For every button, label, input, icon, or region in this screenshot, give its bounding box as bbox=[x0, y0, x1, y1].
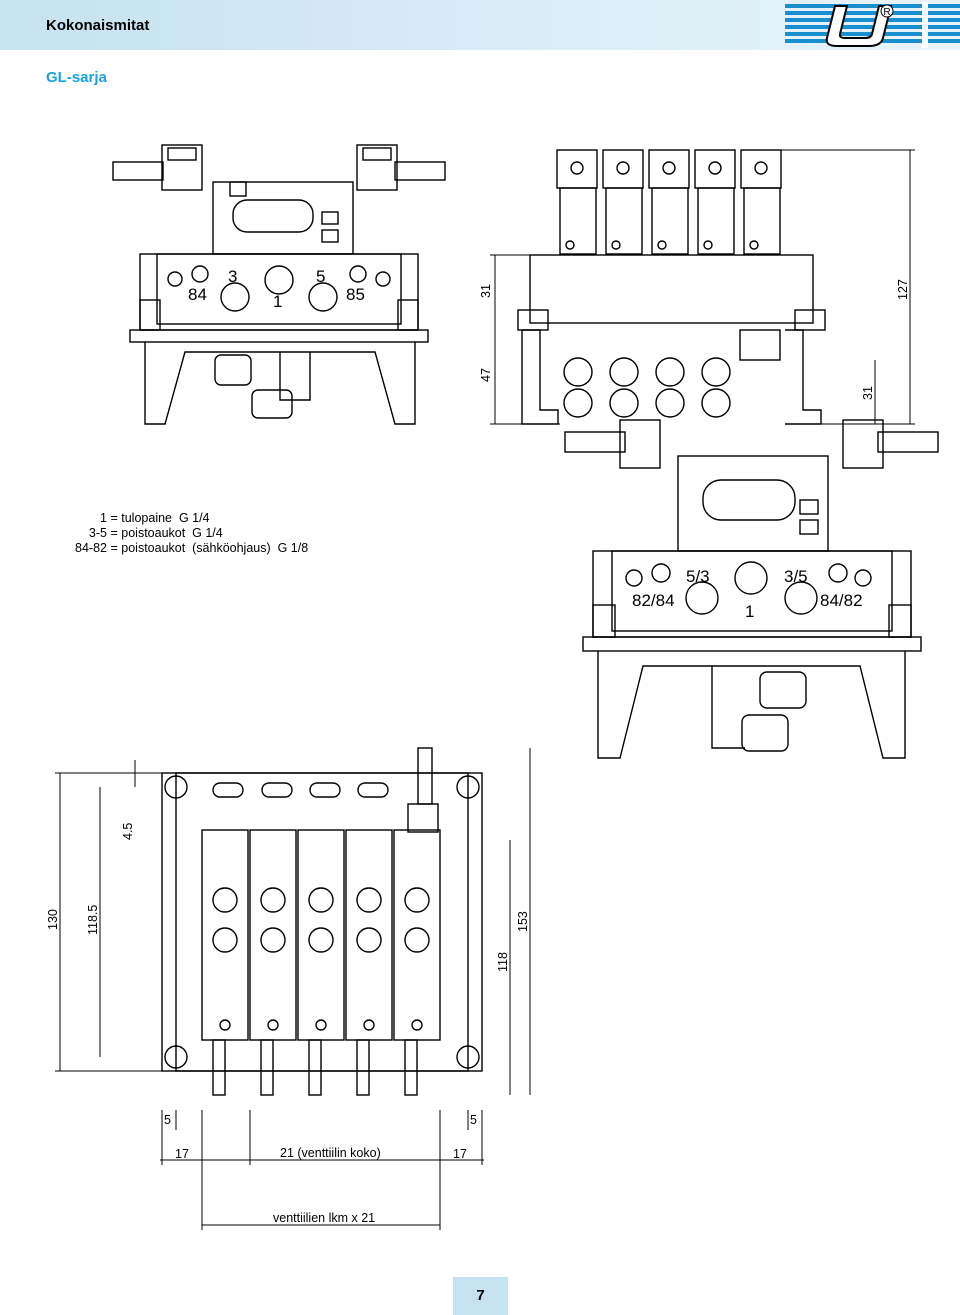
dim-118: 118 bbox=[496, 952, 510, 972]
port-label-85: 85 bbox=[346, 285, 365, 304]
dim-4-5: 4.5 bbox=[121, 823, 135, 840]
legend-text: = tulopaine G 1/4 bbox=[110, 511, 210, 525]
dimension-lines bbox=[55, 149, 915, 1230]
dim-31-upper: 31 bbox=[479, 284, 493, 298]
port-label-5: 5 bbox=[316, 267, 325, 286]
port-label-3: 3 bbox=[228, 267, 237, 286]
dim-17-right: 17 bbox=[453, 1147, 467, 1161]
top-view-manifold bbox=[161, 747, 483, 1096]
dim-127: 127 bbox=[896, 279, 910, 300]
dim-total-width: venttiilien lkm x 21 bbox=[273, 1211, 375, 1225]
legend-text: = poistoaukot G 1/4 bbox=[110, 526, 223, 540]
header-bar: Kokonaismitat R bbox=[0, 0, 960, 50]
legend-key: 84-82 bbox=[75, 541, 107, 555]
legend-row: 84-82 = poistoaukot (sähköohjaus) G 1/8 bbox=[40, 541, 320, 556]
page-number: 7 bbox=[453, 1277, 508, 1315]
dim-31-lower: 31 bbox=[861, 386, 875, 400]
dim-118-5: 118.5 bbox=[86, 905, 100, 935]
legend-key: 3-5 bbox=[88, 526, 107, 540]
dim-valve-size: 21 (venttiilin koko) bbox=[280, 1146, 381, 1160]
port-label-82-84: 82/84 bbox=[632, 591, 675, 610]
dim-5-right: 5 bbox=[470, 1113, 477, 1127]
side-view-right bbox=[517, 149, 826, 425]
port-label-1-right: 1 bbox=[745, 602, 754, 621]
dim-153: 153 bbox=[516, 911, 530, 932]
brand-logo: R bbox=[785, 2, 960, 48]
port-label-1: 1 bbox=[273, 292, 282, 311]
port-label-3-5: 3/5 bbox=[784, 567, 808, 586]
port-legend: 1 = tulopaine G 1/4 3-5 = poistoaukot G … bbox=[40, 511, 320, 556]
port-label-84: 84 bbox=[188, 285, 207, 304]
dim-17-left: 17 bbox=[175, 1147, 189, 1161]
dim-130: 130 bbox=[46, 909, 60, 930]
registered-mark: R bbox=[883, 7, 890, 18]
port-label-5-3: 5/3 bbox=[686, 567, 710, 586]
page-title: Kokonaismitat bbox=[46, 17, 150, 34]
legend-key: 1 bbox=[100, 511, 107, 525]
dim-47: 47 bbox=[479, 368, 493, 382]
front-view-left bbox=[112, 144, 446, 425]
series-subtitle: GL-sarja bbox=[46, 69, 107, 86]
front-view-right bbox=[564, 419, 939, 759]
legend-row: 1 = tulopaine G 1/4 bbox=[40, 511, 320, 526]
legend-row: 3-5 = poistoaukot G 1/4 bbox=[40, 526, 320, 541]
port-label-84-82: 84/82 bbox=[820, 591, 863, 610]
legend-text: = poistoaukot (sähköohjaus) G 1/8 bbox=[110, 541, 309, 555]
dim-5-left: 5 bbox=[164, 1113, 171, 1127]
